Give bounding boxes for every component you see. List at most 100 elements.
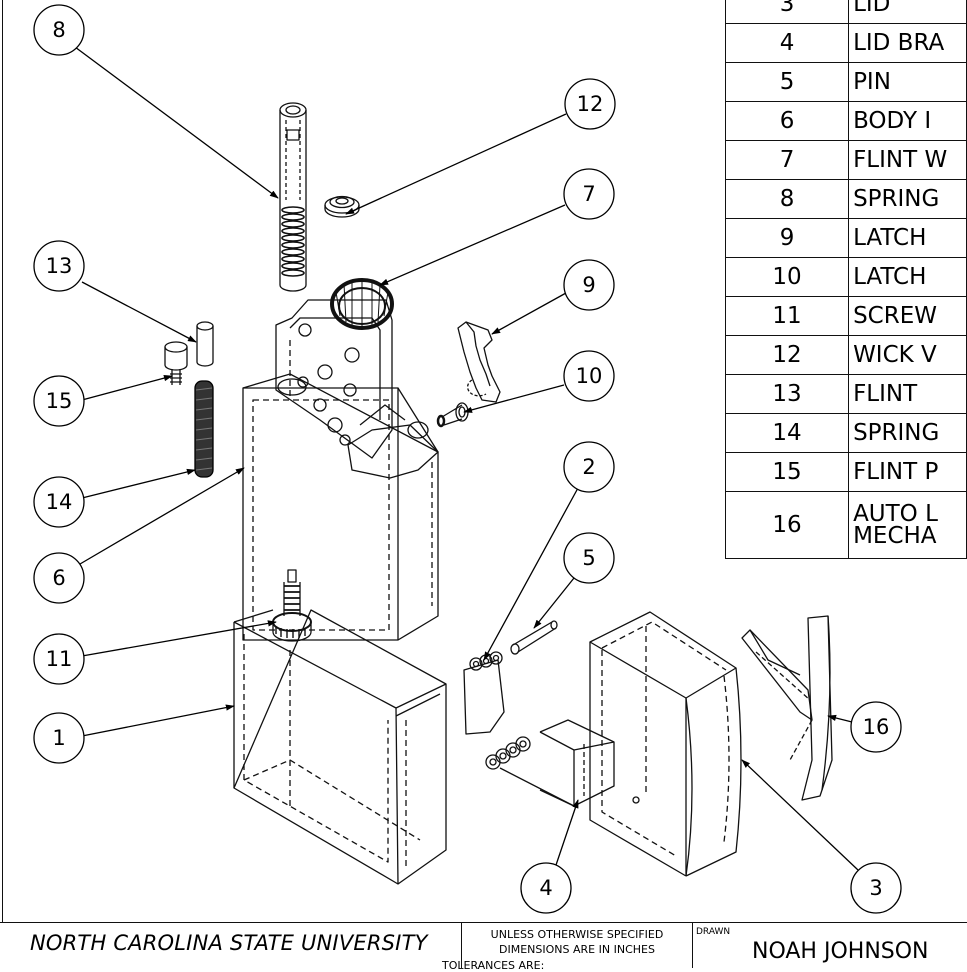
part-15-flint-plug xyxy=(164,341,188,385)
bom-item-number: 10 xyxy=(724,257,850,297)
balloon-8: 8 xyxy=(33,4,85,56)
svg-text:3: 3 xyxy=(869,876,882,900)
bom-description: SPRING xyxy=(848,179,967,219)
svg-text:15: 15 xyxy=(46,389,73,413)
part-1-case-bottom xyxy=(233,609,447,885)
bom-item-number: 12 xyxy=(724,335,850,375)
bom-description: LATCH xyxy=(848,257,967,297)
balloon-5: 5 xyxy=(563,532,615,584)
balloon-11: 11 xyxy=(33,633,85,685)
bom-item-number: 15 xyxy=(724,452,850,492)
bom-item-number: 11 xyxy=(724,296,850,336)
title-block-divider xyxy=(461,923,462,968)
university-name: NORTH CAROLINA STATE UNIVERSITY xyxy=(30,931,428,955)
balloon-10: 10 xyxy=(563,350,615,402)
svg-text:5: 5 xyxy=(582,546,595,570)
bom-description: FLINT P xyxy=(848,452,967,492)
svg-text:2: 2 xyxy=(582,455,595,479)
svg-text:14: 14 xyxy=(46,490,73,514)
svg-text:4: 4 xyxy=(539,876,552,900)
part-3-lid xyxy=(589,611,742,877)
title-block-divider xyxy=(692,923,693,968)
svg-text:13: 13 xyxy=(46,254,73,278)
balloon-9: 9 xyxy=(563,259,615,311)
part-13-flint xyxy=(196,321,214,367)
part-4-lid-bracket xyxy=(485,719,615,807)
spec-note-line-3: TOLERANCES ARE: xyxy=(442,959,545,972)
bom-description: FLINT W xyxy=(848,140,967,180)
bom-description: LATCH xyxy=(848,218,967,258)
bom-description: SCREW xyxy=(848,296,967,336)
svg-text:6: 6 xyxy=(52,566,65,590)
drawn-label: DRAWN xyxy=(696,927,731,937)
bom-description: PIN xyxy=(848,62,967,102)
bom-description: LID xyxy=(848,0,967,24)
part-8-spring-tube xyxy=(279,102,307,292)
part-16-auto-latch-mechanism xyxy=(741,615,833,801)
drawn-by-name: NOAH JOHNSON xyxy=(752,939,929,964)
bom-item-number: 5 xyxy=(724,62,850,102)
svg-text:9: 9 xyxy=(582,273,595,297)
bom-item-number: 4 xyxy=(724,23,850,63)
part-7-flint-wheel xyxy=(330,278,394,330)
svg-text:7: 7 xyxy=(582,182,595,206)
part-11-screw xyxy=(272,569,312,642)
part-5-pin xyxy=(510,620,558,655)
bom-item-number: 3 xyxy=(724,0,850,24)
bom-description: SPRING xyxy=(848,413,967,453)
balloon-1: 1 xyxy=(33,712,85,764)
bom-item-number: 8 xyxy=(724,179,850,219)
part-2-hinge xyxy=(463,651,505,735)
balloon-15: 15 xyxy=(33,375,85,427)
sheet-border-left xyxy=(2,0,3,922)
balloon-12: 12 xyxy=(564,78,616,130)
part-12-wick-washer xyxy=(324,195,360,218)
svg-text:8: 8 xyxy=(52,18,65,42)
balloon-2: 2 xyxy=(563,441,615,493)
bom-description: LID BRA xyxy=(848,23,967,63)
part-14-spring xyxy=(194,380,214,478)
balloon-6: 6 xyxy=(33,552,85,604)
spec-note-line-2: DIMENSIONS ARE IN INCHES xyxy=(499,943,655,956)
balloon-14: 14 xyxy=(33,476,85,528)
bom-item-number: 13 xyxy=(724,374,850,414)
leader-lines xyxy=(74,46,859,871)
part-9-latch xyxy=(457,321,501,403)
balloon-16: 16 xyxy=(850,701,902,753)
bom-item-number: 7 xyxy=(724,140,850,180)
balloon-13: 13 xyxy=(33,240,85,292)
bom-item-number: 9 xyxy=(724,218,850,258)
svg-text:12: 12 xyxy=(577,92,604,116)
bom-description: FLINT xyxy=(848,374,967,414)
svg-text:1: 1 xyxy=(52,726,65,750)
svg-text:10: 10 xyxy=(576,364,603,388)
bom-item-number: 16 xyxy=(724,491,850,559)
balloon-4: 4 xyxy=(520,862,572,914)
part-10-latch-pin xyxy=(436,402,469,428)
svg-text:11: 11 xyxy=(46,647,73,671)
part-6-body-insert xyxy=(242,299,439,641)
bom-item-number: 6 xyxy=(724,101,850,141)
spec-note-line-1: UNLESS OTHERWISE SPECIFIED xyxy=(490,928,664,941)
bom-description: AUTO L MECHA xyxy=(848,491,967,559)
bom-item-number: 14 xyxy=(724,413,850,453)
bom-description: WICK V xyxy=(848,335,967,375)
bom-description: BODY I xyxy=(848,101,967,141)
title-block: NORTH CAROLINA STATE UNIVERSITY UNLESS O… xyxy=(0,922,967,972)
balloon-7: 7 xyxy=(563,168,615,220)
svg-text:16: 16 xyxy=(863,715,890,739)
